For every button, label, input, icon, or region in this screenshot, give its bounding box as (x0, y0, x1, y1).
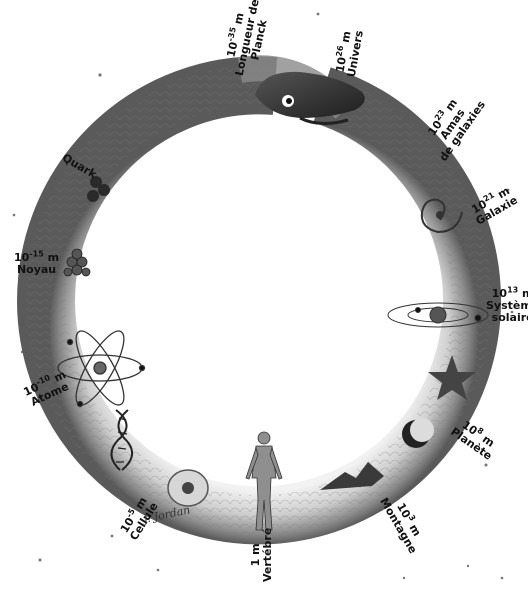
label-vertebre: 1 m Vertébré (250, 528, 274, 582)
label-noyau: 10-15 m Noyau (14, 252, 59, 276)
cell-icon (168, 470, 208, 506)
label-systeme: 1013 m Système solaire (486, 288, 528, 324)
